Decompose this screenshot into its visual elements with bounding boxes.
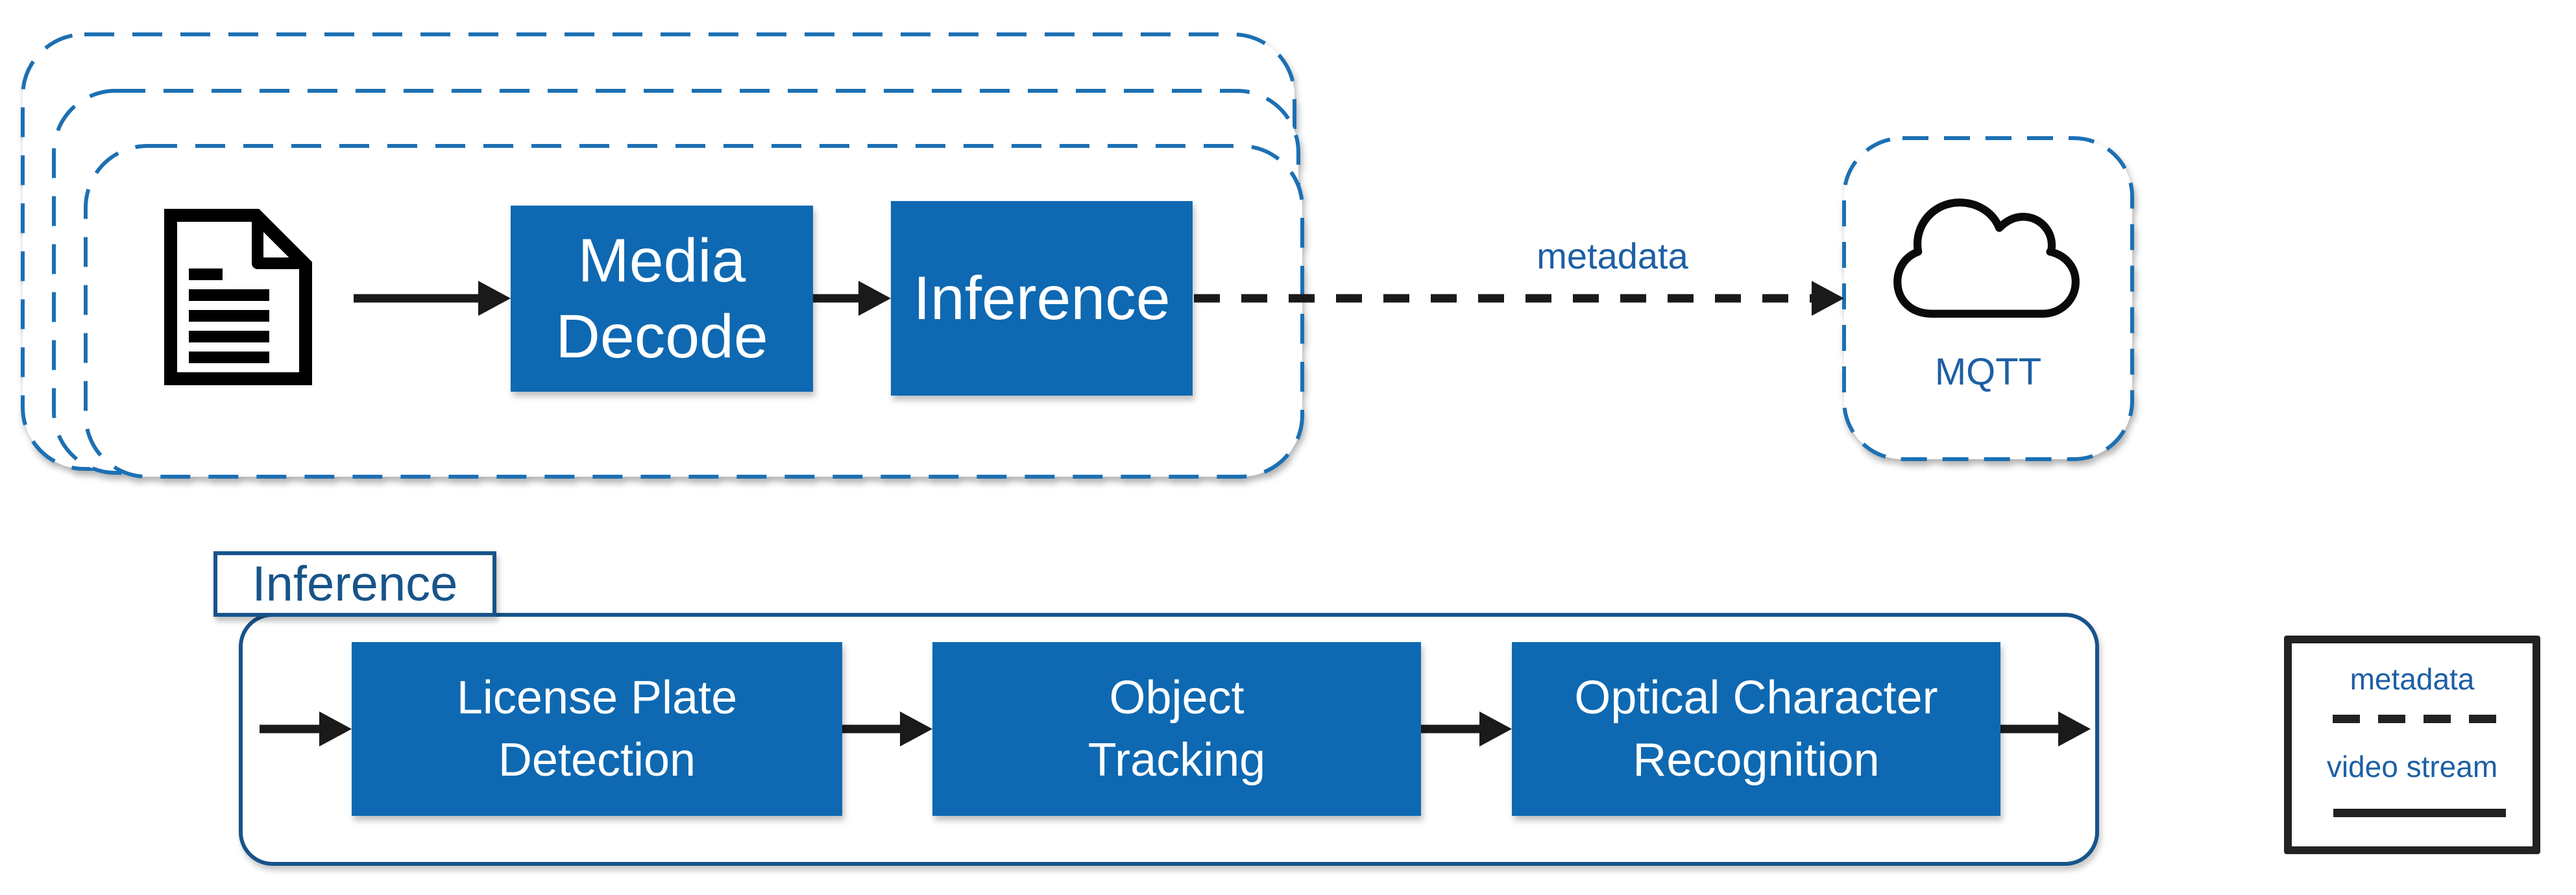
arrow-lpd-to-object-tracking bbox=[842, 711, 932, 747]
license-plate-detection-box: License Plate Detection bbox=[352, 642, 842, 816]
arrowhead-icon bbox=[900, 711, 932, 746]
arrow-tracking-to-ocr bbox=[1421, 711, 1512, 747]
inference-box: Inference bbox=[891, 201, 1193, 396]
object-tracking-box: Object Tracking bbox=[932, 642, 1421, 816]
legend-solid-line bbox=[2333, 809, 2506, 817]
metadata-flow-label: metadata bbox=[1537, 235, 1688, 276]
legend-video-stream-label: video stream bbox=[2326, 750, 2498, 783]
arrow-shaft bbox=[1421, 724, 1483, 734]
inference-detail-title: Inference bbox=[252, 556, 458, 612]
arrow-ocr-out bbox=[2000, 711, 2091, 747]
arrow-shaft bbox=[354, 294, 482, 303]
arrow-shaft bbox=[813, 294, 862, 303]
mqtt-label: MQTT bbox=[1934, 351, 2042, 393]
arrow-metadata-to-mqtt bbox=[1194, 280, 1844, 316]
lpd-label-line2: Detection bbox=[498, 734, 696, 786]
inference-detail-title-tab: Inference bbox=[213, 551, 496, 617]
optical-character-recognition-box: Optical Character Recognition bbox=[1512, 642, 2000, 816]
arrowhead-icon bbox=[1479, 711, 1512, 746]
media-decode-label-line1: Media bbox=[577, 226, 746, 295]
tracking-label-line2: Tracking bbox=[1088, 734, 1266, 786]
arrowhead-icon bbox=[2058, 711, 2091, 746]
document-icon bbox=[164, 209, 312, 385]
legend-metadata-label: metadata bbox=[2350, 662, 2475, 696]
inference-box-label: Inference bbox=[913, 263, 1171, 333]
arrowhead-icon bbox=[478, 281, 511, 316]
ocr-label-line1: Optical Character bbox=[1574, 672, 1938, 724]
cloud-icon bbox=[1893, 198, 2080, 318]
arrow-shaft bbox=[842, 724, 904, 734]
media-decode-box: Media Decode bbox=[511, 206, 813, 392]
legend-dashed-line bbox=[2333, 715, 2500, 723]
tracking-label-line1: Object bbox=[1109, 672, 1245, 724]
dashed-arrow-shaft bbox=[1194, 294, 1816, 303]
arrow-into-license-plate-detection bbox=[260, 711, 352, 747]
arrowhead-icon bbox=[319, 711, 352, 746]
arrowhead-icon bbox=[858, 281, 891, 316]
arrow-source-to-media-decode bbox=[354, 280, 511, 316]
arrow-shaft bbox=[260, 724, 323, 734]
legend-box: metadata video stream bbox=[2284, 636, 2540, 854]
arrow-shaft bbox=[2000, 724, 2062, 734]
arrow-media-decode-to-inference bbox=[813, 280, 891, 316]
lpd-label-line1: License Plate bbox=[456, 672, 738, 724]
arrowhead-icon bbox=[1812, 281, 1844, 316]
media-decode-label-line2: Decode bbox=[555, 302, 768, 371]
ocr-label-line2: Recognition bbox=[1633, 734, 1880, 786]
